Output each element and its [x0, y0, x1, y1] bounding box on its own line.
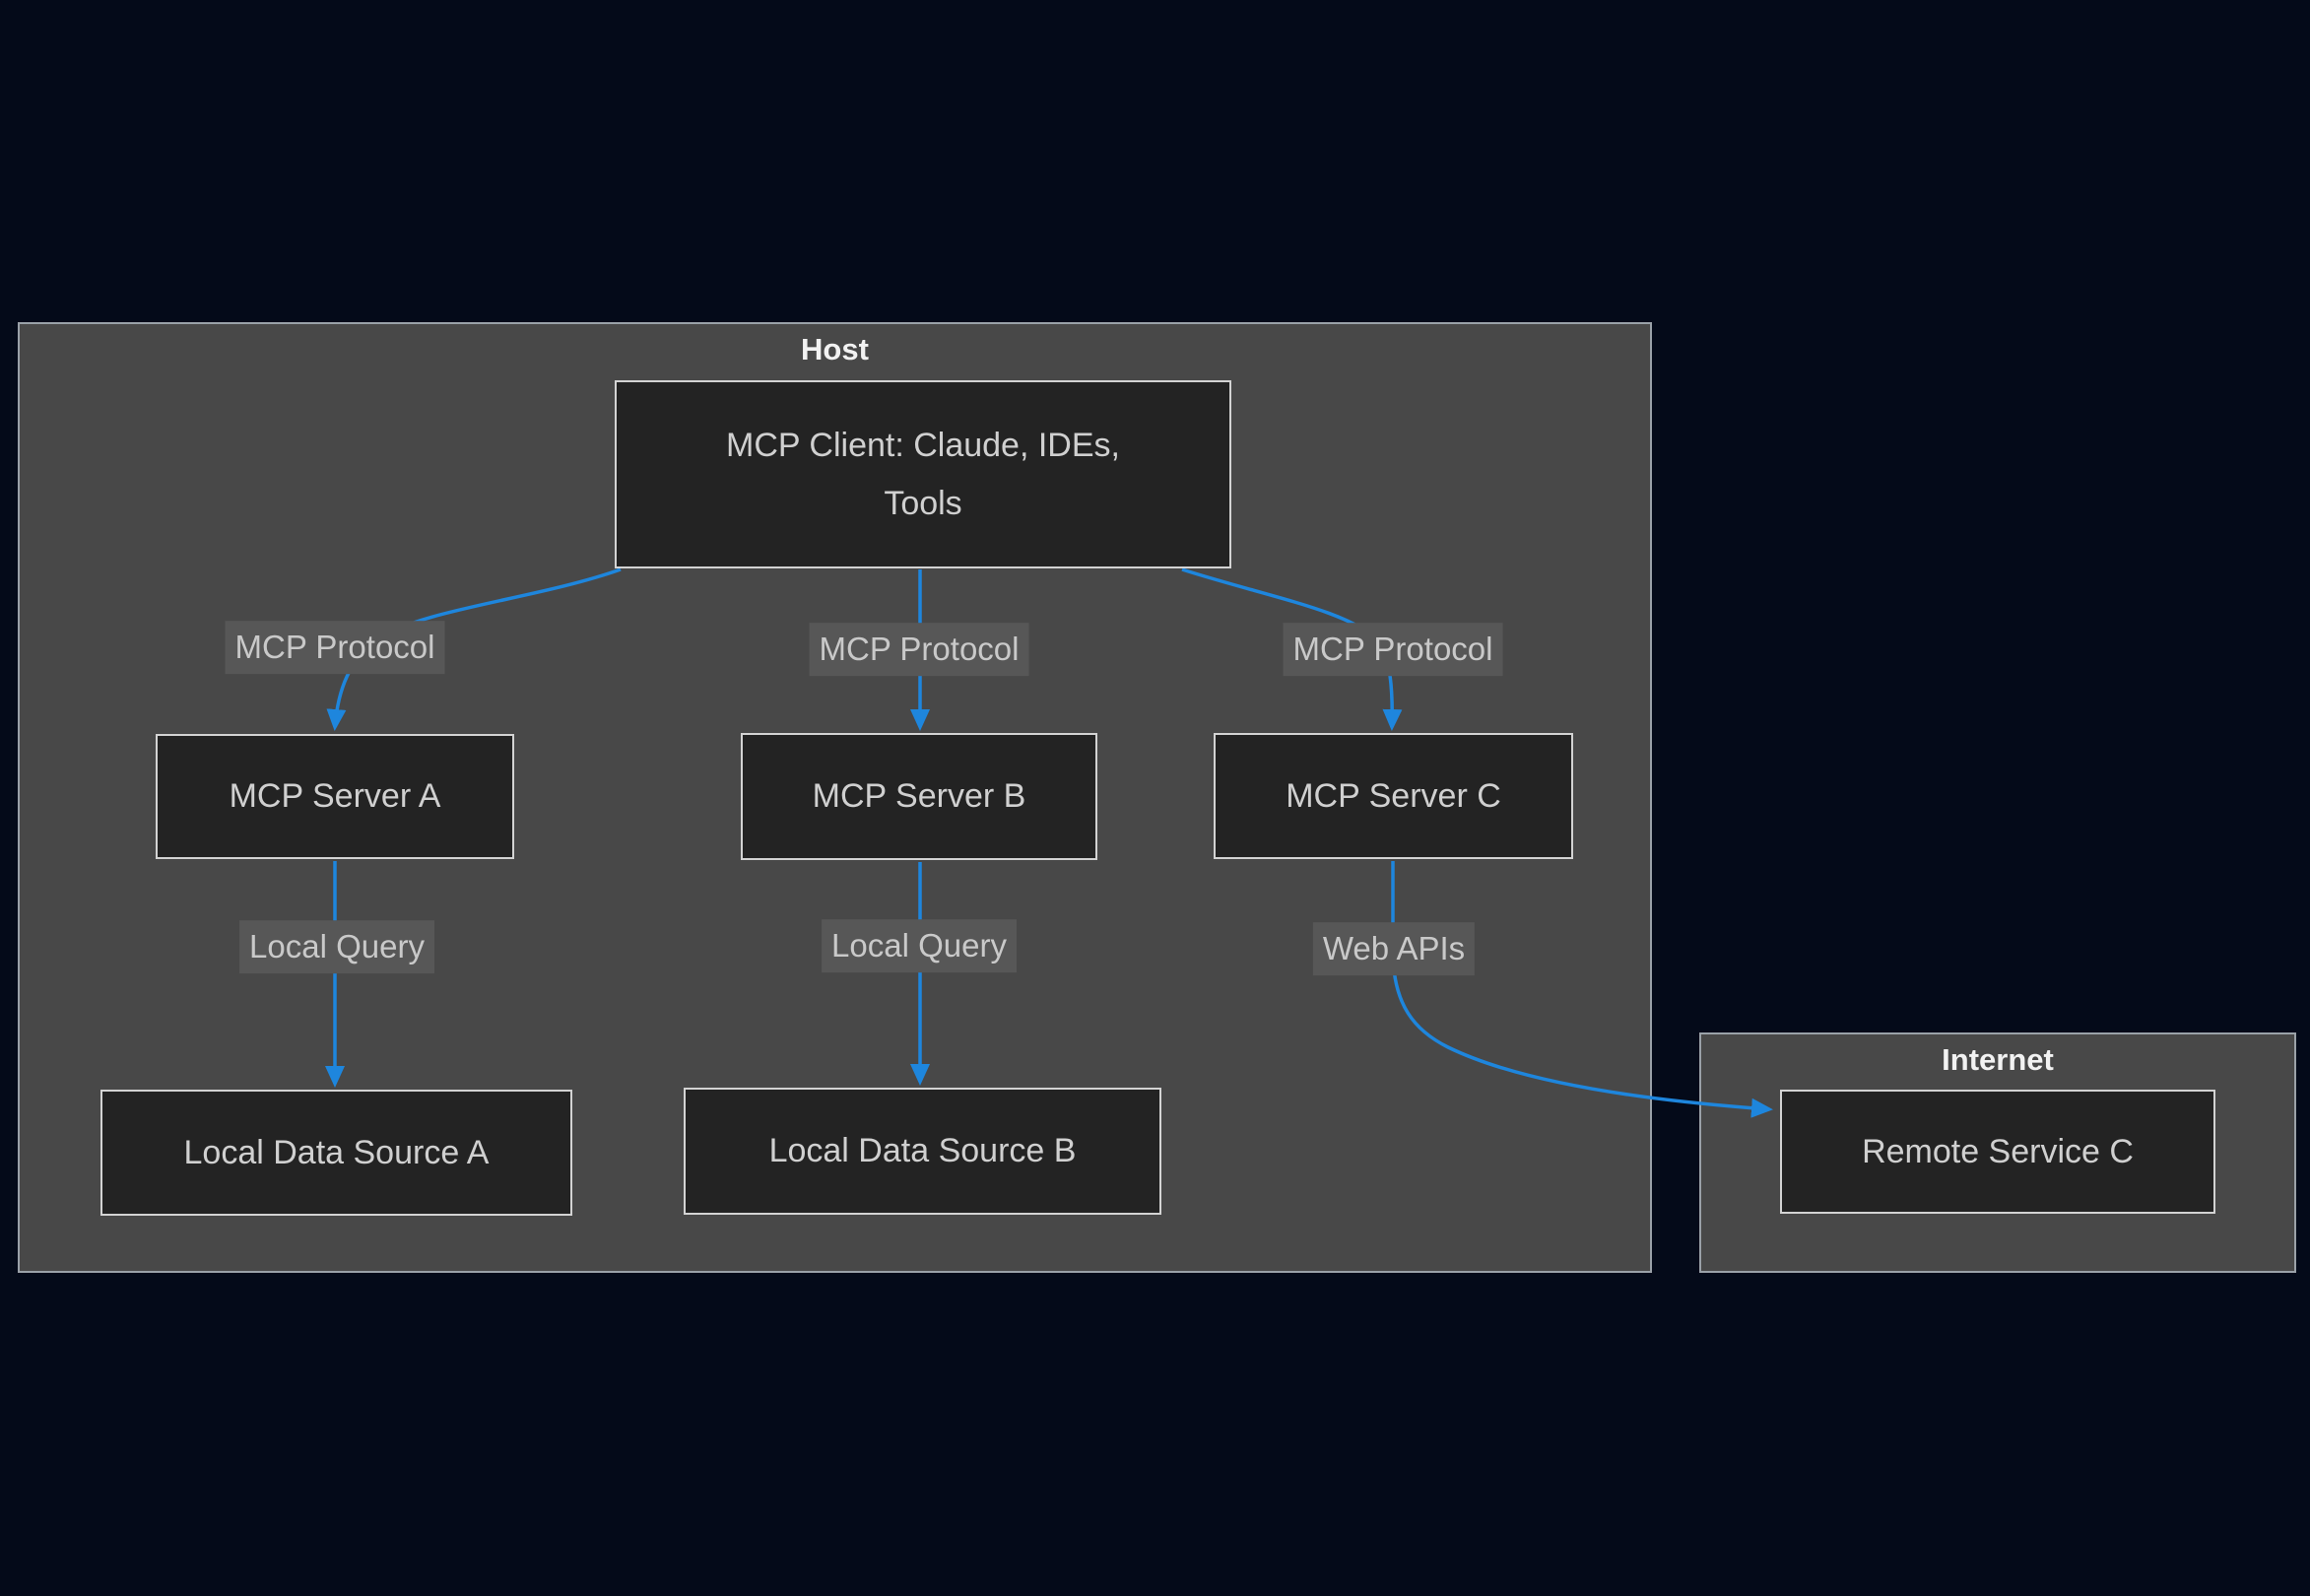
mcp-server-c-node: MCP Server C — [1214, 733, 1573, 859]
mcp-client-label-line1: MCP Client: Claude, IDEs, — [726, 427, 1120, 465]
remote-service-c-label: Remote Service C — [1862, 1132, 2134, 1170]
local-query-label-b: Local Query — [822, 919, 1017, 972]
local-data-source-a-label: Local Data Source A — [183, 1133, 490, 1171]
remote-service-c-node: Remote Service C — [1780, 1090, 2215, 1214]
mcp-client-label-line2: Tools — [884, 484, 962, 522]
local-data-source-a-node: Local Data Source A — [100, 1090, 572, 1216]
mcp-protocol-label-c: MCP Protocol — [1283, 623, 1503, 676]
mcp-server-b-node: MCP Server B — [741, 733, 1097, 860]
mcp-client-node: MCP Client: Claude, IDEs, Tools — [615, 380, 1231, 568]
mcp-server-a-label: MCP Server A — [229, 777, 441, 816]
mcp-server-b-label: MCP Server B — [812, 777, 1026, 816]
local-data-source-b-node: Local Data Source B — [684, 1088, 1161, 1215]
mcp-protocol-label-b: MCP Protocol — [809, 623, 1029, 676]
host-cluster-title: Host — [801, 332, 869, 366]
local-data-source-b-label: Local Data Source B — [768, 1132, 1077, 1170]
web-apis-label: Web APIs — [1312, 922, 1476, 975]
local-query-label-a: Local Query — [239, 920, 434, 973]
internet-cluster-title: Internet — [1942, 1042, 2054, 1077]
mcp-protocol-label-a: MCP Protocol — [225, 621, 445, 674]
mcp-server-c-label: MCP Server C — [1286, 776, 1501, 815]
mcp-server-a-node: MCP Server A — [156, 734, 514, 859]
